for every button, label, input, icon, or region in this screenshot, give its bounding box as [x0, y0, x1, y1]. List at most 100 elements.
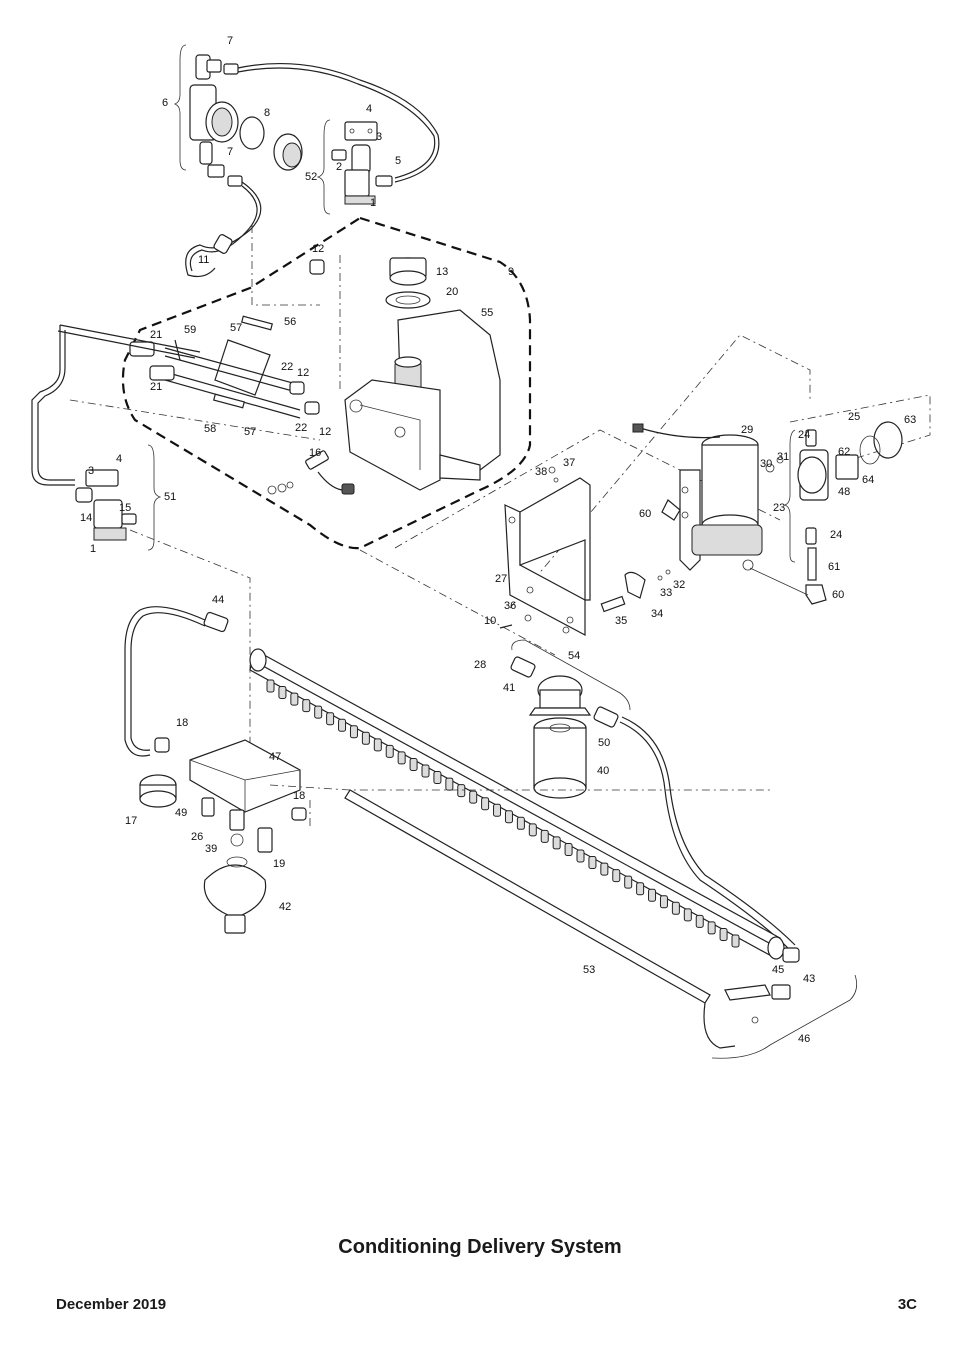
spray-nozzle [504, 810, 513, 824]
spray-nozzle [433, 771, 442, 785]
callout-51: 51 [164, 491, 176, 503]
callout-18: 18 [176, 717, 188, 729]
callout-31: 31 [777, 451, 789, 463]
exploded-parts-diagram: 7684372552111121320955565759212122125857… [31, 35, 931, 1059]
callout-5: 5 [395, 155, 401, 167]
callout-23: 23 [773, 502, 785, 514]
callout-37: 37 [563, 457, 575, 469]
tube-upper-loop [237, 62, 440, 183]
filter-assembly [510, 639, 796, 951]
callout-49: 49 [175, 807, 187, 819]
callout-34: 34 [651, 608, 663, 620]
spray-nozzle [540, 829, 549, 843]
footer-page-number: 3C [897, 1296, 917, 1313]
spray-nozzle [683, 908, 692, 922]
callout-4: 4 [366, 103, 372, 115]
callout-45: 45 [772, 964, 784, 976]
callout-40: 40 [597, 765, 609, 777]
callout-19: 19 [273, 858, 285, 870]
spray-nozzle [290, 692, 299, 706]
spray-nozzle [695, 914, 704, 928]
callout-22: 22 [281, 361, 293, 373]
callout-38: 38 [535, 466, 547, 478]
callout-55: 55 [481, 307, 493, 319]
spray-nozzle [707, 921, 716, 935]
callout-27: 27 [495, 573, 507, 585]
tube-item-11 [185, 181, 262, 278]
spray-nozzle [314, 705, 323, 719]
spray-nozzle [588, 856, 597, 870]
callout-44: 44 [212, 594, 224, 606]
callout-29: 29 [741, 424, 753, 436]
sensor-cable-16 [267, 450, 355, 495]
pump-assembly [359, 334, 931, 656]
callout-26: 26 [191, 831, 203, 843]
callout-42: 42 [279, 901, 291, 913]
callout-25: 25 [848, 411, 860, 423]
callout-24: 24 [830, 529, 842, 541]
spray-nozzle [326, 712, 335, 726]
spray-nozzle [493, 803, 502, 817]
solenoid-assembly-52 [316, 119, 393, 215]
sensor-bracket-45 [724, 947, 800, 1024]
spray-nozzle [624, 875, 633, 889]
callout-12: 12 [312, 243, 324, 255]
callout-30: 30 [760, 458, 772, 470]
callout-12: 12 [297, 367, 309, 379]
reservoir-tank-55 [344, 257, 501, 491]
callout-48: 48 [838, 486, 850, 498]
callout-57: 57 [230, 322, 242, 334]
spray-nozzle [481, 797, 490, 811]
callout-54: 54 [568, 650, 580, 662]
callout-18: 18 [293, 790, 305, 802]
spray-nozzle [731, 934, 740, 948]
callout-41: 41 [503, 682, 515, 694]
callout-64: 64 [862, 474, 874, 486]
callout-57: 57 [244, 426, 256, 438]
callout-60: 60 [639, 508, 651, 520]
spray-nozzle [600, 862, 609, 876]
callout-3: 3 [376, 131, 382, 143]
callout-63: 63 [904, 414, 916, 426]
callout-50: 50 [598, 737, 610, 749]
spray-nozzle [397, 751, 406, 765]
solenoid-assembly-51 [75, 444, 162, 551]
spray-nozzle [338, 718, 347, 732]
callout-20: 20 [446, 286, 458, 298]
callout-61: 61 [828, 561, 840, 573]
callout-62: 62 [838, 446, 850, 458]
spray-nozzle [385, 744, 394, 758]
footer-date: December 2019 [56, 1296, 167, 1313]
callout-53: 53 [583, 964, 595, 976]
spray-nozzle [612, 869, 621, 883]
callout-32: 32 [673, 579, 685, 591]
callout-8: 8 [264, 107, 270, 119]
callout-16: 16 [309, 447, 321, 459]
manifold-rods [129, 259, 325, 419]
spray-nozzle [278, 686, 287, 700]
spray-nozzle [648, 888, 657, 902]
spray-nozzle [361, 731, 370, 745]
callout-46: 46 [798, 1033, 810, 1045]
callout-43: 43 [803, 973, 815, 985]
spray-nozzle [552, 836, 561, 850]
spray-nozzle-row [266, 679, 740, 948]
callout-28: 28 [474, 659, 486, 671]
callout-13: 13 [436, 266, 448, 278]
callout-21: 21 [150, 381, 162, 393]
callout-10: 10 [484, 615, 496, 627]
callout-56: 56 [284, 316, 296, 328]
callout-1: 1 [370, 197, 376, 209]
callout-22: 22 [295, 422, 307, 434]
spray-bar [249, 648, 785, 960]
callout-2: 2 [336, 161, 342, 173]
callout-12: 12 [319, 426, 331, 438]
spray-nozzle [719, 927, 728, 941]
spray-nozzle [409, 757, 418, 771]
spray-nozzle [564, 842, 573, 856]
callout-52: 52 [305, 171, 317, 183]
callout-33: 33 [660, 587, 672, 599]
callout-39: 39 [205, 843, 217, 855]
callout-21: 21 [150, 329, 162, 341]
